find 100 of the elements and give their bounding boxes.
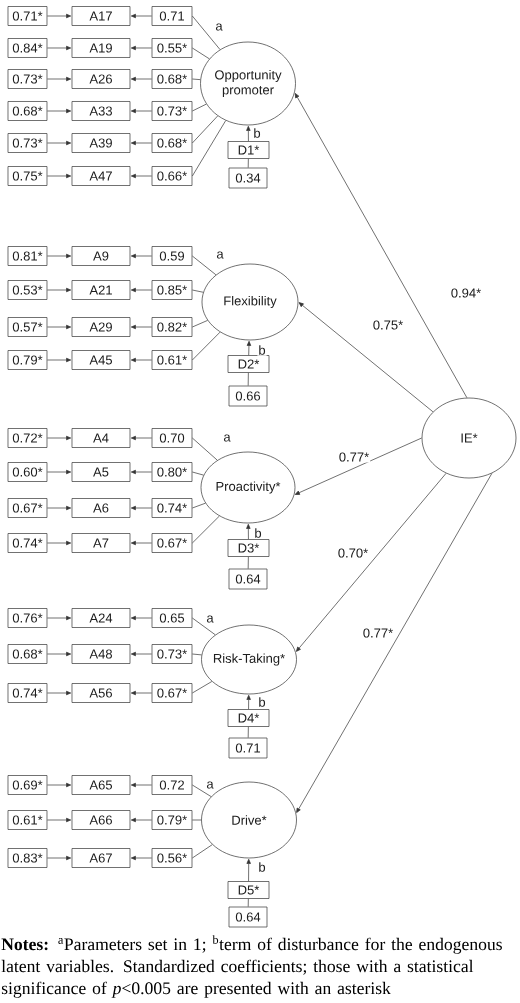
connector-line xyxy=(192,502,206,509)
coefficient-box: 0.79* xyxy=(7,350,48,370)
arrow xyxy=(47,140,72,146)
coefficient-box: 0.67* xyxy=(151,683,193,703)
arrow xyxy=(47,76,72,82)
connector-line xyxy=(192,47,210,60)
arrow xyxy=(47,108,72,114)
coefficient-box: 0.56* xyxy=(151,848,193,868)
coefficient-box: 0.68* xyxy=(151,133,193,153)
coefficient-box: 0.85* xyxy=(151,280,193,300)
coefficient-box: 0.73* xyxy=(7,69,48,89)
connector-line xyxy=(192,471,204,476)
edge-label: 0.94* xyxy=(449,287,483,299)
disturbance-box: D1* xyxy=(227,141,270,159)
indicator-box: A47 xyxy=(71,166,131,186)
coefficient-box: 0.74* xyxy=(151,498,193,518)
connector-line xyxy=(192,681,213,694)
connector-line xyxy=(192,78,201,80)
arrow xyxy=(130,615,152,621)
arrow xyxy=(246,694,251,710)
arrow xyxy=(130,13,152,19)
connector-line xyxy=(192,320,208,328)
indicator-box: A65 xyxy=(71,775,131,795)
footnote-mark: b xyxy=(252,127,262,139)
connector-line xyxy=(192,331,221,361)
arrow xyxy=(296,472,493,813)
arrow xyxy=(47,287,72,293)
arrow xyxy=(130,140,152,146)
arrow xyxy=(130,651,152,657)
coefficient-box: 0.83* xyxy=(7,848,48,868)
coefficient-box: 0.68* xyxy=(7,101,48,121)
connector-line xyxy=(247,372,249,386)
coefficient-box: 0.73* xyxy=(151,644,193,664)
coefficient-box: 0.71 xyxy=(228,737,268,759)
arrow xyxy=(130,253,152,259)
disturbance-box: D4* xyxy=(227,709,270,727)
arrow xyxy=(298,302,434,413)
footnote-mark: a xyxy=(214,22,224,32)
coefficient-box: 0.34 xyxy=(228,167,268,189)
footnote-mark: a xyxy=(205,780,215,790)
arrow xyxy=(47,469,72,475)
coefficient-box: 0.61* xyxy=(151,350,193,370)
connector-line xyxy=(192,103,207,112)
indicator-box: A67 xyxy=(71,848,131,868)
coefficient-box: 0.71 xyxy=(151,6,193,26)
arrow xyxy=(47,690,72,696)
arrow xyxy=(47,357,72,363)
arrow xyxy=(47,817,72,823)
edge-label: 0.75* xyxy=(371,319,405,331)
disturbance-box: D5* xyxy=(227,881,270,899)
arrow xyxy=(47,324,72,330)
connector-line xyxy=(192,15,221,50)
coefficient-box: 0.68* xyxy=(7,644,48,664)
connector-line xyxy=(192,437,218,461)
arrow xyxy=(246,858,251,882)
coefficient-box: 0.66 xyxy=(228,385,268,407)
edge-label: 0.77* xyxy=(337,451,371,463)
indicator-box: A33 xyxy=(71,101,131,121)
coefficient-box: 0.64 xyxy=(228,568,268,590)
arrow xyxy=(130,469,152,475)
notes-text: Notes: $^{a}$Parameters set in 1; $^{b}$term of disturbance for the endogenous latent variables. Standardized coefficients; those with a statistical significance of p<0.005 are presented with an asterisk xyxy=(1,935,502,998)
connector-line xyxy=(192,617,216,636)
indicator-box: A9 xyxy=(71,246,131,266)
coefficient-box: 0.72 xyxy=(151,775,193,795)
coefficient-box: 0.65 xyxy=(151,608,193,628)
connector-line xyxy=(247,556,249,569)
coefficient-box: 0.74* xyxy=(7,683,48,703)
arrow xyxy=(47,435,72,441)
coefficient-box: 0.71* xyxy=(7,6,48,26)
indicator-box: A24 xyxy=(71,608,131,628)
coefficient-box: 0.64 xyxy=(228,906,268,928)
connector-line xyxy=(247,898,249,907)
coefficient-box: 0.81* xyxy=(7,246,48,266)
indicator-box: A7 xyxy=(71,533,131,553)
footnote-mark: b xyxy=(257,861,267,873)
arrow xyxy=(47,855,72,861)
arrow xyxy=(130,435,152,441)
disturbance-box: D3* xyxy=(227,539,270,557)
arrow xyxy=(130,45,152,51)
connector-line xyxy=(192,653,202,656)
arrow xyxy=(47,13,72,19)
coefficient-box: 0.67* xyxy=(151,533,193,553)
edge-label: 0.77* xyxy=(361,627,395,639)
arrow xyxy=(130,540,152,546)
arrow xyxy=(130,357,152,363)
connector-line xyxy=(192,255,217,276)
indicator-box: A48 xyxy=(71,644,131,664)
coefficient-box: 0.84* xyxy=(7,38,48,58)
connector-line xyxy=(247,726,249,738)
edge-label: 0.70* xyxy=(336,547,370,559)
arrow xyxy=(47,651,72,657)
connector-line xyxy=(192,120,227,177)
arrow xyxy=(47,540,72,546)
coefficient-box: 0.76* xyxy=(7,608,48,628)
coefficient-box: 0.79* xyxy=(151,810,193,830)
arrow xyxy=(130,324,152,330)
arrow xyxy=(246,340,252,356)
arrow xyxy=(130,108,152,114)
indicator-box: A4 xyxy=(71,428,131,448)
indicator-box: A6 xyxy=(71,498,131,518)
